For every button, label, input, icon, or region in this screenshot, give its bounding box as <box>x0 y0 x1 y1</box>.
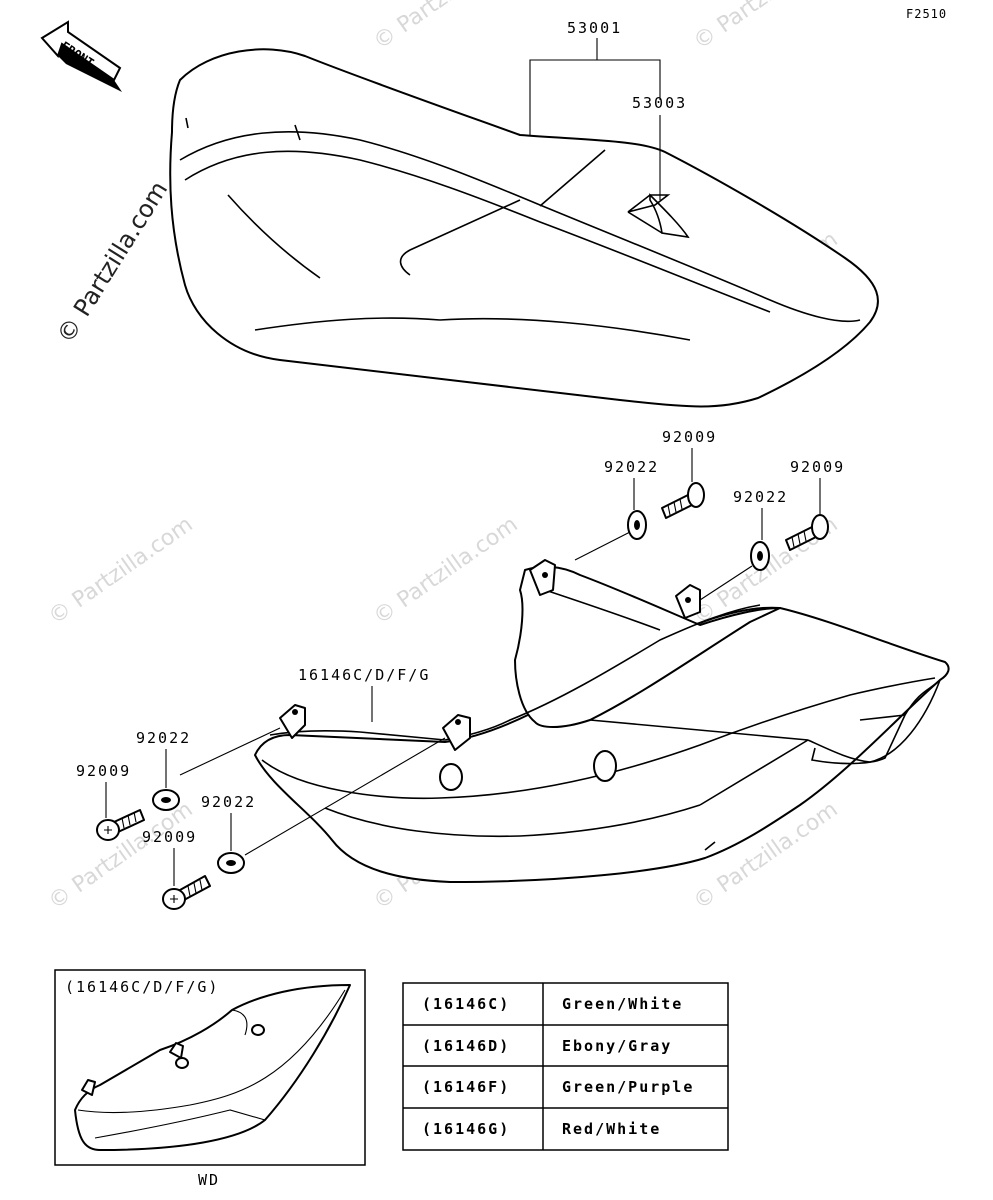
table-row-color: Ebony/Gray <box>562 1037 672 1055</box>
seat-drawing <box>169 48 879 408</box>
callout-16146: 16146C/D/F/G <box>298 666 430 684</box>
callout-92022-low: 92022 <box>201 793 256 811</box>
table-row-code: (16146D) <box>422 1037 510 1055</box>
seat-cover-drawing <box>254 559 950 883</box>
watermark-1: © Partzilla.com <box>369 0 522 55</box>
inset-title: (16146C/D/F/G) <box>65 978 219 996</box>
watermark-vertical: © Partzilla.com <box>51 176 173 348</box>
table-row-code: (16146F) <box>422 1078 510 1096</box>
watermark-5: © Partzilla.com <box>44 512 197 630</box>
table-row-color: Green/White <box>562 995 683 1013</box>
callout-53003: 53003 <box>632 94 687 112</box>
callout-53001: 53001 <box>567 19 622 37</box>
bolt-icon <box>162 875 211 910</box>
inset-panel: (16146C/D/F/G) WD <box>54 969 366 1189</box>
callout-92009-right: 92009 <box>790 458 845 476</box>
color-table: (16146C) Green/White (16146D) Ebony/Gray… <box>402 982 729 1151</box>
callout-92022-right: 92022 <box>733 488 788 506</box>
callout-92009-top: 92009 <box>662 428 717 446</box>
watermark-2: © Partzilla.com <box>689 0 842 55</box>
hardware <box>96 482 829 910</box>
inset-caption: WD <box>198 1171 220 1189</box>
front-arrow-icon: FRONT <box>40 20 122 92</box>
table-row-color: Red/White <box>562 1120 661 1138</box>
bolt-icon <box>661 482 705 519</box>
table-row-code: (16146G) <box>422 1120 510 1138</box>
figure-code: F2510 <box>906 7 947 21</box>
callout-92009-low: 92009 <box>142 828 197 846</box>
bolt-icon <box>96 809 145 841</box>
table-row-code: (16146C) <box>422 995 510 1013</box>
bolt-icon <box>785 514 829 551</box>
callout-92009-left: 92009 <box>76 762 131 780</box>
callout-92022-left: 92022 <box>136 729 191 747</box>
callout-92022-top: 92022 <box>604 458 659 476</box>
watermark-6: © Partzilla.com <box>369 512 522 630</box>
table-row-color: Green/Purple <box>562 1078 694 1096</box>
